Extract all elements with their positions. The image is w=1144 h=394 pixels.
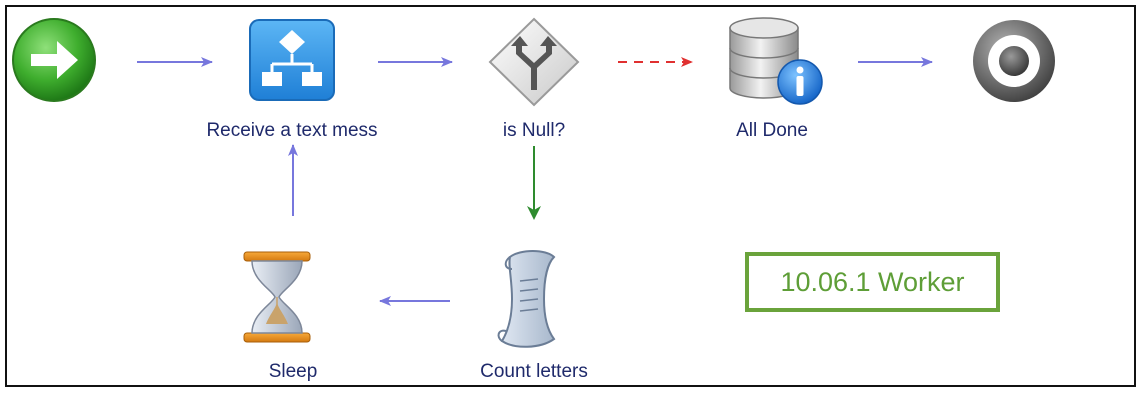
- start-arrow-icon: [12, 18, 96, 102]
- hourglass-icon: [243, 251, 311, 343]
- fork-road-sign-icon: [488, 17, 580, 107]
- worker-version-label: 10.06.1 Worker: [780, 266, 965, 297]
- sleep-label: Sleep: [268, 361, 318, 382]
- receive-label: Receive a text mess: [206, 120, 378, 141]
- flowchart-icon: [249, 19, 335, 101]
- end-target-icon: [973, 20, 1055, 102]
- is-null-label: is Null?: [502, 120, 566, 141]
- sleep-node[interactable]: [242, 250, 312, 349]
- worker-version-box: 10.06.1 Worker: [745, 252, 1000, 312]
- database-info-icon: [729, 17, 823, 105]
- end-node[interactable]: [971, 18, 1057, 109]
- is-null-node[interactable]: [486, 16, 582, 113]
- all-done-node[interactable]: [726, 14, 824, 113]
- count-letters-label: Count letters: [480, 361, 588, 382]
- arrow-isnull-to-countletters-true[interactable]: [527, 146, 541, 220]
- receive-node[interactable]: [248, 18, 336, 107]
- all-done-label: All Done: [736, 120, 808, 141]
- script-scroll-icon: [497, 250, 556, 348]
- count-letters-node[interactable]: [492, 247, 564, 356]
- start-node[interactable]: [11, 17, 97, 108]
